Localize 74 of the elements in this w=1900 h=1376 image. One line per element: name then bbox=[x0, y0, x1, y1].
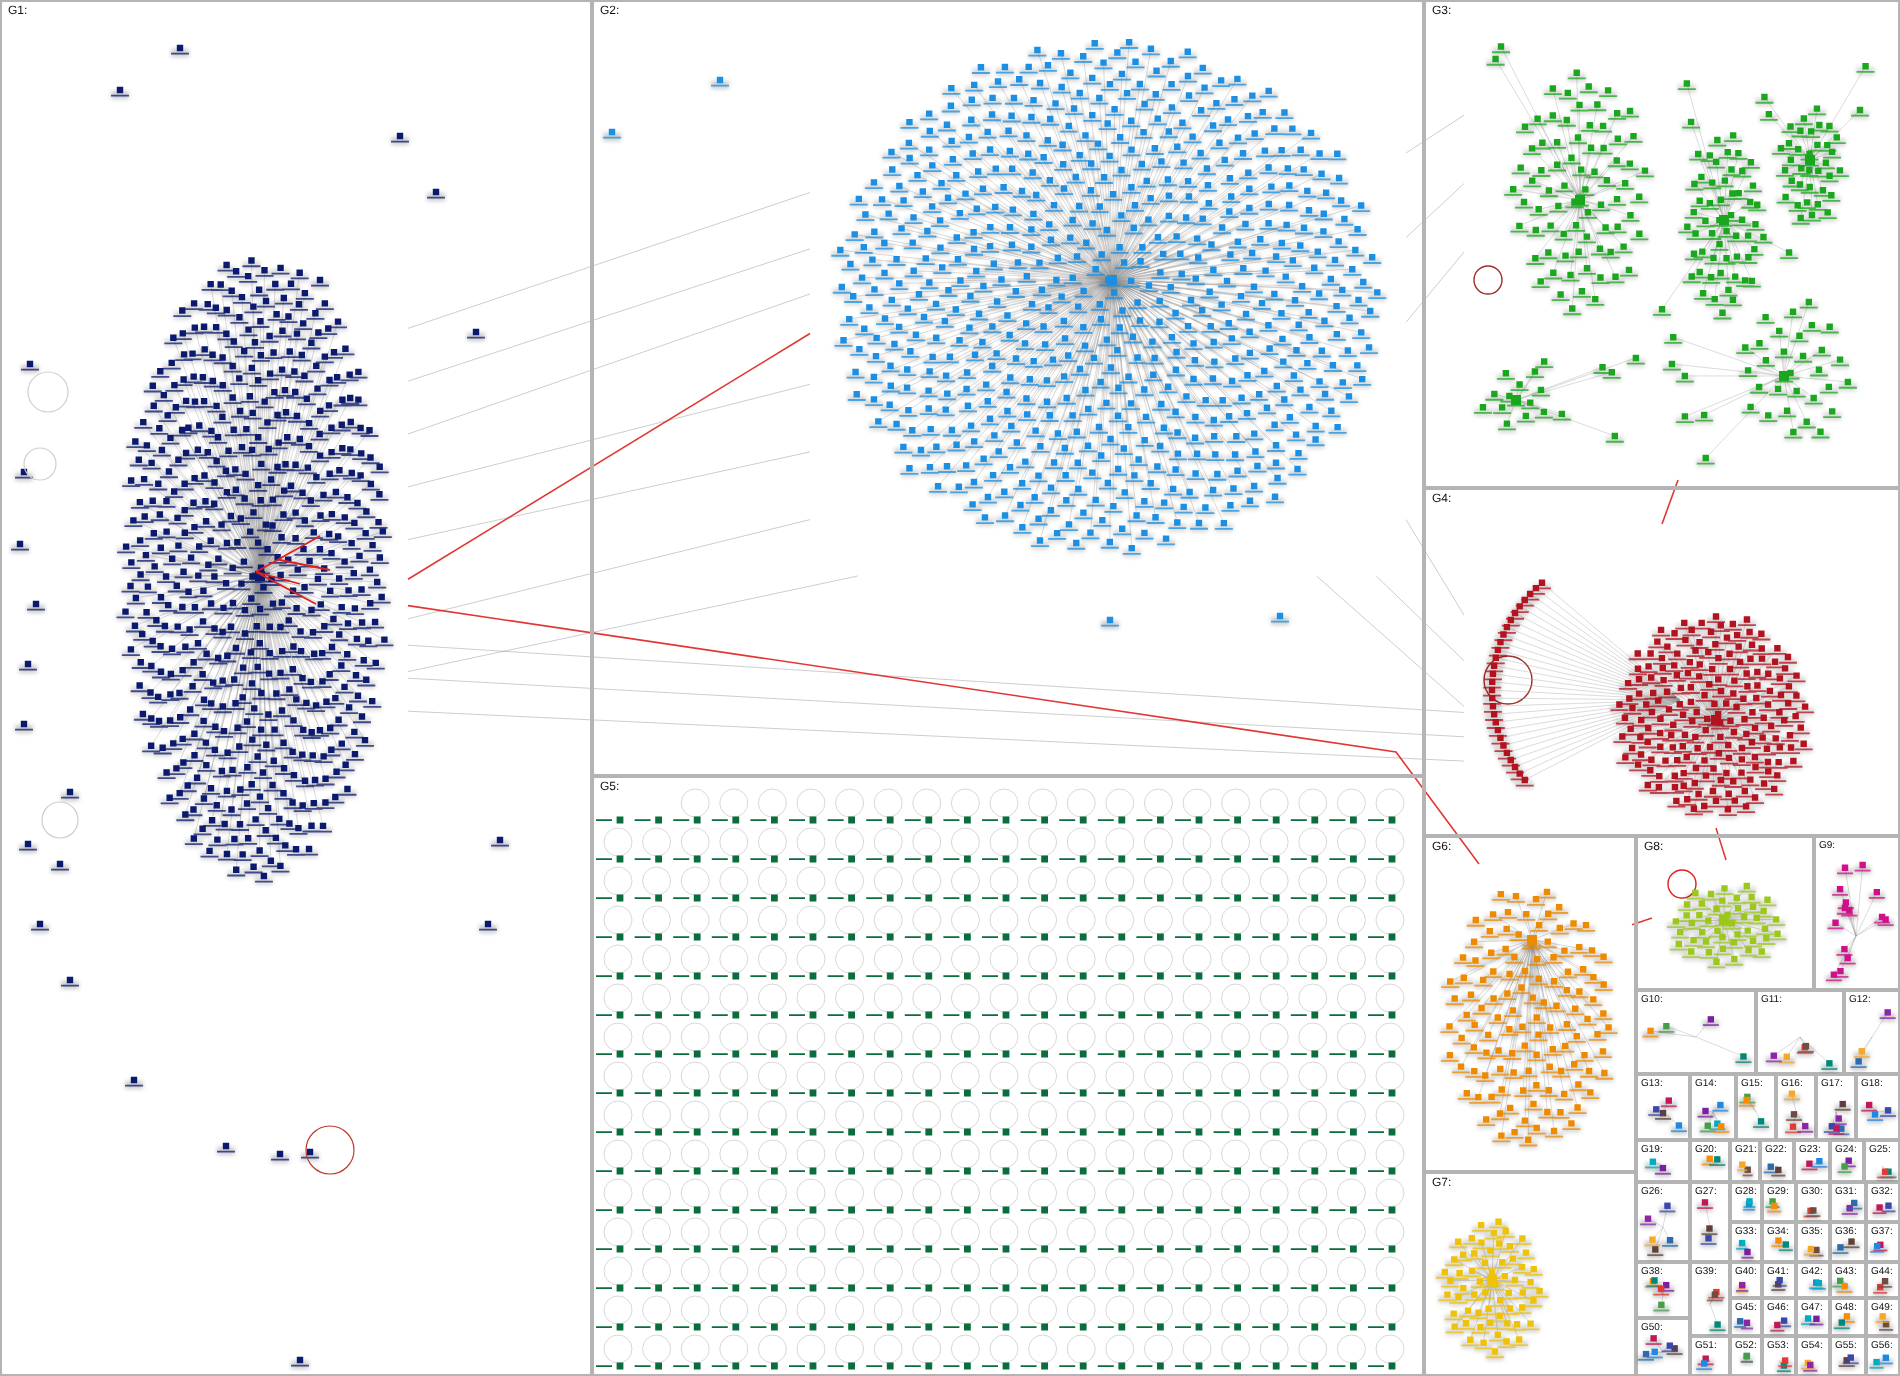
connector-line bbox=[1405, 114, 1465, 154]
connector-line bbox=[1631, 917, 1653, 926]
connector-line bbox=[407, 519, 811, 620]
group-panel bbox=[1690, 1140, 1730, 1182]
group-panel bbox=[1636, 1262, 1690, 1318]
group-panel bbox=[1730, 1336, 1762, 1376]
group-panel bbox=[1866, 1182, 1900, 1222]
group-panel bbox=[1830, 1222, 1866, 1262]
group-panel bbox=[1866, 1336, 1900, 1376]
group-panel bbox=[1830, 1182, 1866, 1222]
group-panel bbox=[1636, 1074, 1690, 1140]
group-panel bbox=[1636, 1318, 1690, 1376]
group-panel bbox=[1424, 488, 1900, 836]
group-panel bbox=[1424, 1172, 1636, 1376]
group-panel bbox=[1796, 1298, 1830, 1336]
group-panel bbox=[1730, 1182, 1762, 1222]
group-panel bbox=[1866, 1298, 1900, 1336]
connector-line bbox=[407, 710, 1465, 762]
group-panel bbox=[1866, 1262, 1900, 1298]
group-panel bbox=[1796, 1222, 1830, 1262]
group-panel bbox=[1762, 1336, 1796, 1376]
group-panel bbox=[1636, 836, 1814, 990]
connector-line bbox=[407, 677, 1465, 738]
group-panel bbox=[1796, 1262, 1830, 1298]
group-panel bbox=[1690, 1074, 1736, 1140]
group-panel bbox=[1762, 1298, 1796, 1336]
connector-line bbox=[1375, 575, 1465, 662]
group-panel bbox=[1816, 1074, 1856, 1140]
group-panel bbox=[1776, 1074, 1816, 1140]
group-panel bbox=[1690, 1182, 1730, 1262]
group-panel bbox=[1636, 1140, 1690, 1182]
group-panel bbox=[1636, 1182, 1690, 1262]
group-panel bbox=[1830, 1140, 1864, 1182]
connector-line bbox=[407, 575, 859, 672]
group-panel bbox=[1830, 1298, 1866, 1336]
connector-line bbox=[407, 192, 811, 329]
group-panel bbox=[1762, 1262, 1796, 1298]
group-panel bbox=[0, 0, 592, 1376]
group-panel bbox=[1794, 1140, 1830, 1182]
group-panel bbox=[1796, 1336, 1830, 1376]
group-panel bbox=[592, 0, 1424, 776]
connector-line bbox=[407, 248, 811, 382]
group-panel bbox=[1866, 1222, 1900, 1262]
group-panel bbox=[1730, 1140, 1760, 1182]
group-panel bbox=[1730, 1262, 1762, 1298]
group-panel bbox=[1690, 1336, 1730, 1376]
connector-line bbox=[407, 383, 811, 488]
group-panel bbox=[1814, 836, 1900, 990]
group-panel bbox=[1690, 1262, 1730, 1336]
connector-line bbox=[1405, 183, 1465, 238]
group-panel bbox=[1796, 1182, 1830, 1222]
connector-line bbox=[1661, 479, 1679, 525]
group-panel bbox=[1830, 1336, 1866, 1376]
group-panel bbox=[1844, 990, 1900, 1074]
group-panel bbox=[1730, 1222, 1762, 1262]
group-panel bbox=[1636, 990, 1756, 1074]
group-panel bbox=[1736, 1074, 1776, 1140]
group-panel bbox=[1760, 1140, 1794, 1182]
group-panel bbox=[1756, 990, 1844, 1074]
connector-line bbox=[1715, 827, 1727, 861]
connector-line bbox=[407, 604, 1480, 865]
connector-line bbox=[1316, 575, 1465, 707]
connector-line bbox=[407, 451, 811, 540]
group-panel bbox=[1762, 1222, 1796, 1262]
group-panel bbox=[1864, 1140, 1900, 1182]
group-panel bbox=[1730, 1298, 1762, 1336]
connector-line bbox=[407, 293, 811, 435]
group-panel bbox=[1830, 1262, 1866, 1298]
connector-line bbox=[407, 332, 811, 580]
connector-line bbox=[407, 644, 1465, 713]
group-panel bbox=[1856, 1074, 1900, 1140]
connector-line bbox=[1405, 251, 1465, 323]
group-panel bbox=[1424, 0, 1900, 488]
group-panel bbox=[1762, 1182, 1796, 1222]
